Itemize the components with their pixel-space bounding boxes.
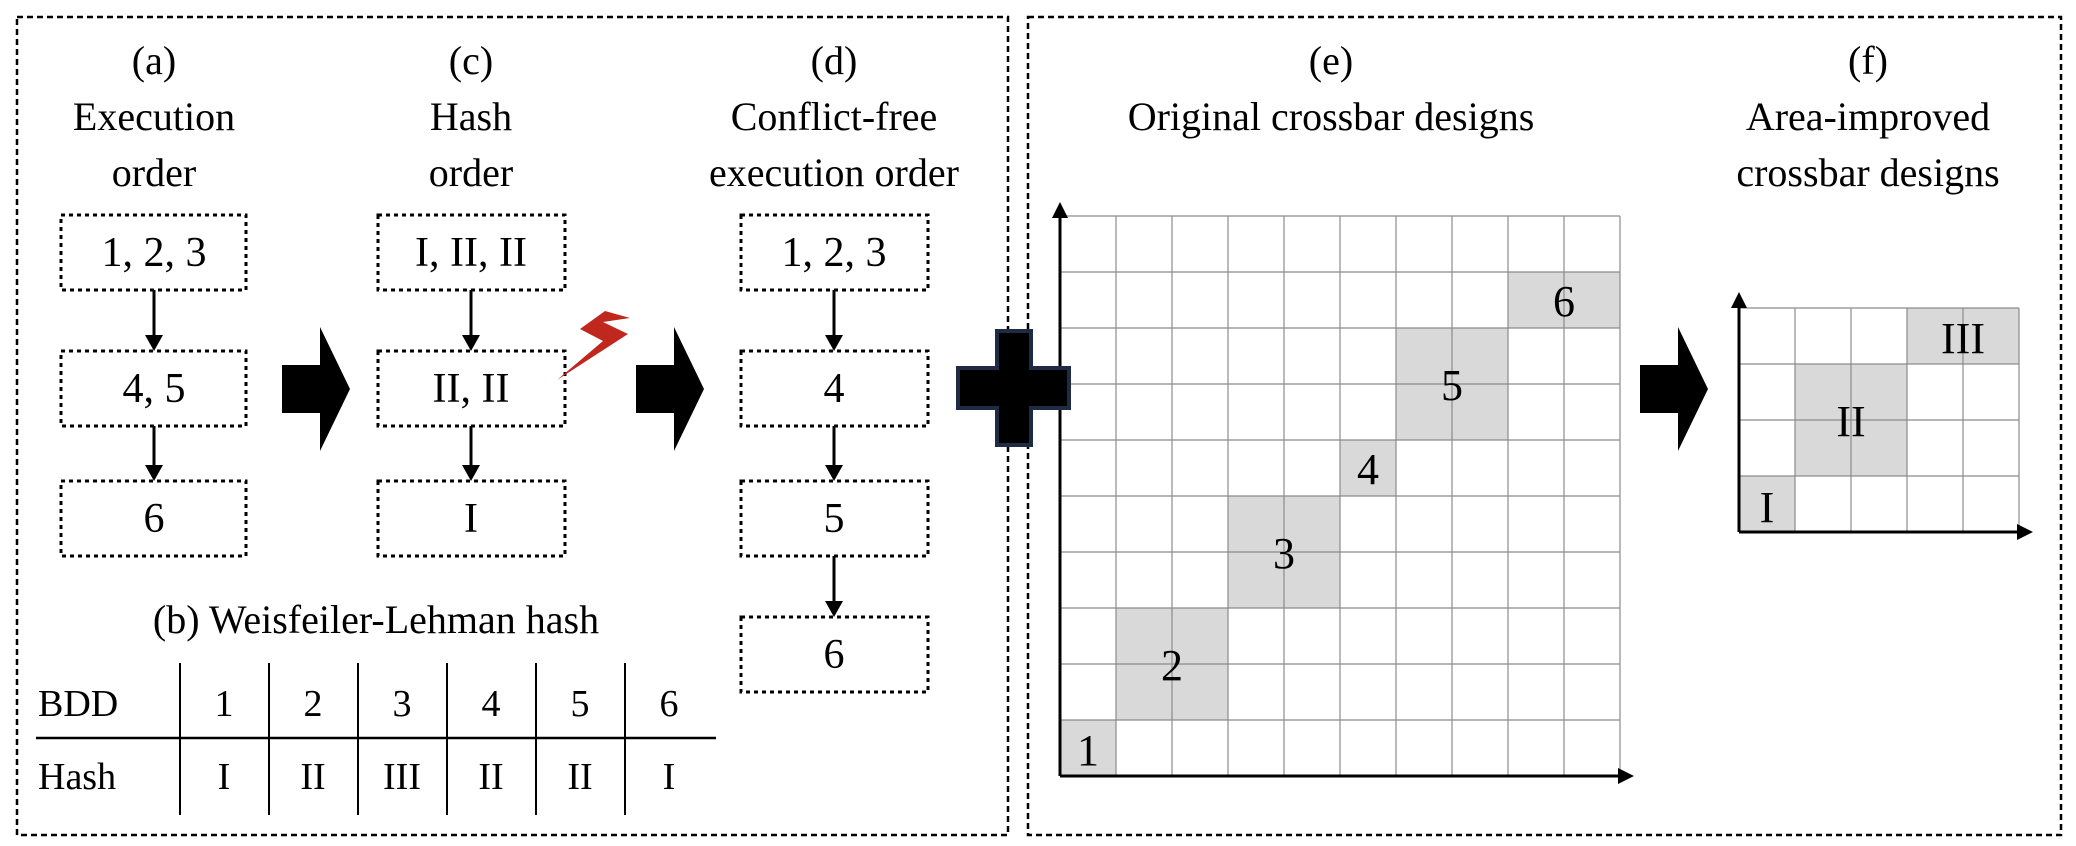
panel-d-arrowhead-3: [825, 601, 843, 617]
panel-c-box-3: [376, 479, 567, 558]
panel-a-letter: (a): [132, 38, 176, 83]
panel-a-box-3-text: 6: [144, 496, 165, 542]
hash-table-hash-cell: II: [300, 756, 325, 798]
panel-a-box-2-text: 4, 5: [123, 366, 186, 412]
block-arrow-c-to-d: [636, 327, 704, 451]
hash-table-header-bdd: BDD: [38, 683, 118, 725]
hash-table-bdd-cell: 5: [571, 683, 590, 725]
crossbar-block-label: 4: [1357, 445, 1379, 494]
hash-table-bdd-cell: 3: [393, 683, 412, 725]
panel-d: (d) Conflict-free execution order 1, 2, …: [709, 38, 959, 694]
panel-a-box-3: [59, 479, 248, 558]
panel-c-letter: (c): [449, 38, 493, 83]
crossbar-block-label: 6: [1553, 277, 1575, 326]
improved-block-1: [1739, 476, 1795, 532]
panel-c-arrowhead-2: [462, 465, 480, 481]
crossbar-block-1: [1060, 720, 1116, 776]
block-arrow-e-to-f: [1640, 327, 1708, 451]
hash-table-bdd-cell: 1: [215, 683, 234, 725]
panel-e-letter: (e): [1309, 38, 1353, 83]
panel-d-box-3-text: 5: [824, 496, 845, 542]
hash-table-hash-cell: II: [478, 756, 503, 798]
crossbar-block-label: 3: [1273, 529, 1295, 578]
hash-table-bdd-cell: 2: [304, 683, 323, 725]
hash-table-bdd-cell: 4: [482, 683, 501, 725]
hash-table-hash-cell: III: [383, 756, 421, 798]
crossbar-block-4: [1340, 440, 1396, 496]
panel-d-letter: (d): [811, 38, 858, 83]
panel-a-box-1-text: 1, 2, 3: [102, 230, 207, 276]
block-arrow-a-to-c: [282, 327, 350, 451]
improved-block-label: III: [1941, 314, 1985, 363]
panel-c-box-3-text: I: [464, 496, 478, 542]
hash-table-hash-cell: I: [663, 756, 676, 798]
panel-a: (a) Execution order 1, 2, 3 4, 5 6: [59, 38, 248, 558]
panel-f-title-line1: Area-improved: [1746, 94, 1990, 139]
panel-b-title: (b) Weisfeiler-Lehman hash: [153, 597, 599, 642]
panel-c-arrowhead-1: [462, 335, 480, 351]
crossbar-block-label: 5: [1441, 361, 1463, 410]
panel-d-box-4-text: 6: [824, 632, 845, 678]
improved-grid: [1739, 307, 2020, 532]
improved-block-label: I: [1760, 483, 1775, 532]
crossbar-y-axis-arrowhead: [1052, 202, 1068, 218]
crossbar-grid: [1060, 215, 1621, 776]
plus-icon: [956, 329, 1071, 447]
panel-e: (e) Original crossbar designs: [1052, 38, 1634, 784]
improved-block-label: II: [1836, 397, 1865, 446]
lightning-bolt-icon: [557, 311, 630, 380]
panel-a-arrowhead-1: [145, 335, 163, 351]
panel-a-title-line2: order: [112, 150, 196, 195]
hash-table-bdd-cell: 6: [660, 683, 679, 725]
hash-table-hash-cell: II: [567, 756, 592, 798]
panel-a-arrowhead-2: [145, 465, 163, 481]
improved-y-axis-arrowhead: [1731, 292, 1747, 308]
panel-c-box-2-text: II, II: [433, 366, 510, 412]
panel-f: (f) Area-improved crossbar designs I II …: [1731, 38, 2033, 540]
panel-f-letter: (f): [1848, 38, 1888, 83]
panel-c: (c) Hash order I, II, II II, II I: [376, 38, 630, 558]
panel-c-box-1-text: I, II, II: [415, 230, 527, 276]
panel-b: (b) Weisfeiler-Lehman hash BDD Hash 1 2 …: [36, 597, 716, 815]
panel-d-arrowhead-1: [825, 335, 843, 351]
panel-d-box-2-text: 4: [824, 366, 845, 412]
panel-d-title-line1: Conflict-free: [731, 94, 938, 139]
crossbar-block-label: 1: [1077, 726, 1099, 775]
panel-d-title-line2: execution order: [709, 150, 959, 195]
panel-d-box-1-text: 1, 2, 3: [782, 230, 887, 276]
panel-c-title-line2: order: [429, 150, 513, 195]
crossbar-block-label: 2: [1161, 641, 1183, 690]
panel-e-title: Original crossbar designs: [1128, 94, 1535, 139]
panel-d-arrowhead-2: [825, 465, 843, 481]
panel-d-box-4: [739, 615, 930, 694]
hash-table-hash-cell: I: [218, 756, 231, 798]
panel-f-title-line2: crossbar designs: [1736, 150, 1999, 195]
hash-table-header-hash: Hash: [38, 756, 116, 798]
improved-x-axis-arrowhead: [2017, 524, 2033, 540]
crossbar-x-axis-arrowhead: [1618, 768, 1634, 784]
panel-a-title-line1: Execution: [73, 94, 235, 139]
panel-c-title-line1: Hash: [430, 94, 512, 139]
